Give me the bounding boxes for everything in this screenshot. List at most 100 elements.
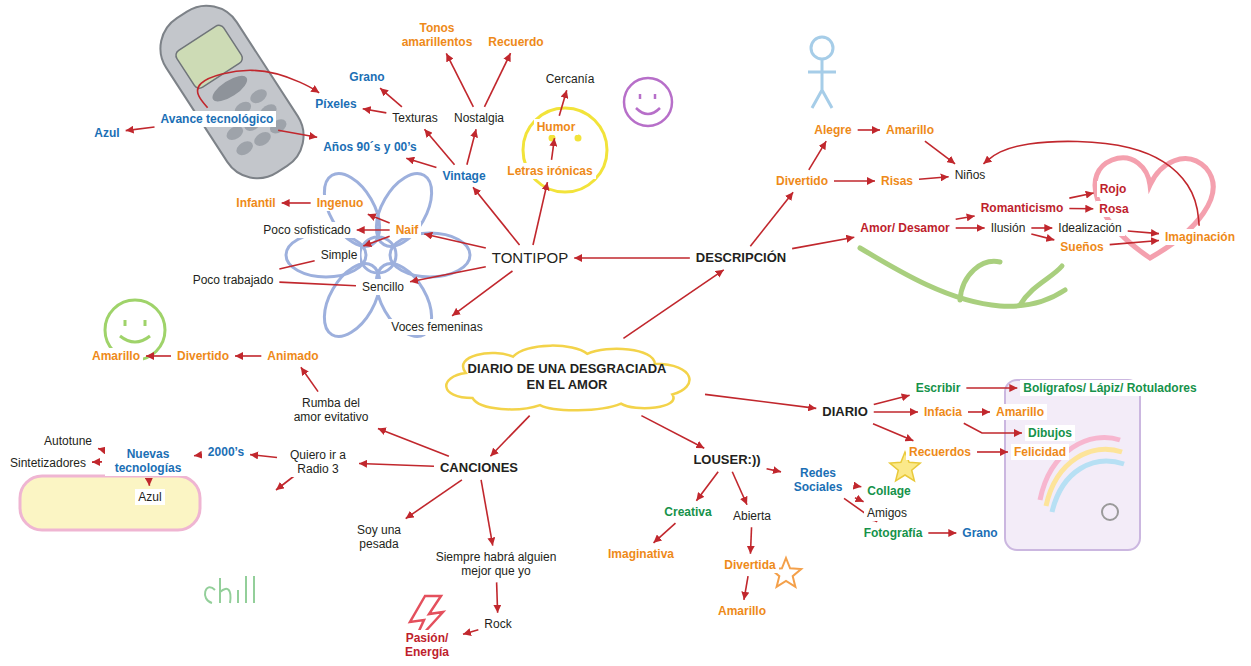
connector-arrow [977, 451, 1008, 453]
connector-arrow [809, 141, 826, 170]
node-text: Vintage [442, 169, 485, 183]
node-text: Años 90´s y 00’s [323, 140, 417, 154]
node-text: Bolígrafos/ Lápiz/ Rotuladores [1023, 381, 1196, 395]
node-text: Dibujos [1028, 426, 1072, 440]
concept-node: Píxeles [312, 96, 359, 112]
branch-leaf [960, 261, 1000, 300]
connector-arrow [484, 53, 510, 107]
concept-node: Rojo [1097, 181, 1130, 197]
branch-heading: LOUSER:)) [690, 451, 763, 469]
node-text: Ilusión [991, 221, 1026, 235]
connector-arrow [750, 192, 793, 246]
connector-arrow [750, 527, 751, 554]
connector-arrow [378, 428, 449, 456]
node-text: Naif [396, 223, 419, 237]
connector-arrow [1069, 208, 1093, 210]
connector-arrow [463, 630, 478, 635]
connector-arrow [198, 70, 320, 107]
concept-node: Grano [959, 525, 1000, 541]
connector-arrow [767, 469, 781, 472]
concept-node: Divertido [773, 173, 831, 189]
node-text: Infacia [924, 405, 962, 419]
node-text: Alegre [814, 123, 851, 137]
connector-arrow [497, 582, 498, 612]
connector-arrow [968, 411, 990, 413]
connector-arrow [148, 479, 150, 485]
connector-arrow [855, 498, 864, 502]
node-text: Píxeles [315, 97, 356, 111]
connector-arrow [359, 464, 434, 467]
node-text: Collage [867, 484, 910, 498]
node-text: Cercanía [546, 72, 595, 86]
connector-arrow [533, 182, 547, 245]
connector-arrow [966, 387, 1017, 389]
concept-node: Idealización [1055, 220, 1124, 236]
smiley-eye [125, 320, 145, 326]
concept-node: Letras irónicas [504, 163, 595, 179]
concept-node: Abierta [730, 508, 774, 524]
concept-node: Poco trabajado [190, 272, 277, 288]
concept-node: Romanticismo [978, 200, 1067, 216]
node-text: Recuerdo [488, 35, 543, 49]
connector-arrow [410, 267, 486, 282]
connector-arrow [380, 88, 402, 107]
connector-arrow [834, 180, 875, 182]
node-text: Rojo [1100, 182, 1127, 196]
node-text: Ingenuo [317, 196, 364, 210]
concept-node: Redes Sociales [784, 465, 852, 496]
connector-arrow [146, 355, 171, 357]
connector-arrow [126, 127, 155, 131]
node-text: DESCRIPCIÓN [696, 250, 786, 266]
concept-node: Sueños [1057, 239, 1106, 255]
connector-arrow [956, 227, 985, 229]
connector-arrow [964, 423, 1022, 433]
branch-drawing [860, 248, 1065, 306]
node-text: Abierta [733, 509, 771, 523]
connector-arrow [928, 532, 956, 534]
connector-arrow [301, 367, 318, 391]
concept-node: Rosa [1096, 201, 1131, 217]
concept-node: Amor/ Desamor [857, 220, 952, 236]
node-text: Poco trabajado [193, 273, 274, 287]
concept-node: Azul [91, 125, 122, 141]
concept-node: Amarillo [883, 122, 937, 138]
concept-node: Siempre habrá alguien mejor que yo [428, 549, 564, 580]
scribble-drawing [205, 576, 254, 603]
connector-arrow [732, 472, 747, 505]
connector-arrow [873, 424, 913, 441]
connector-arrow [363, 109, 387, 113]
node-text: CANCIONES [440, 460, 518, 476]
node-text: Divertido [776, 174, 828, 188]
concept-node: Pasión/ Energía [394, 630, 460, 661]
flower-center [360, 237, 396, 273]
flower-petal [286, 233, 366, 277]
connector-arrow [956, 216, 975, 219]
connector-arrow [250, 455, 277, 458]
node-text: Infantil [236, 196, 275, 210]
node-text: Avance tecnológico [161, 112, 274, 126]
connector-arrow [552, 138, 555, 160]
node-text: Siempre habrá alguien mejor que yo [431, 550, 561, 579]
concept-node: Ilusión [988, 220, 1029, 236]
node-text: Niños [955, 168, 986, 182]
smiley-eye [640, 94, 655, 99]
connector-arrow [705, 394, 816, 408]
node-text: Risas [881, 174, 913, 188]
connector-arrow [574, 257, 690, 259]
concept-node: Sintetizadores [7, 455, 89, 471]
connector-arrow [98, 448, 102, 451]
node-text: Amarillo [996, 405, 1044, 419]
connector-arrow [559, 90, 566, 116]
connector-arrow [623, 270, 723, 339]
cloud-shape [446, 346, 689, 411]
notebook-lock [1102, 504, 1118, 520]
node-text: Redes Sociales [787, 466, 849, 495]
connector-arrow [235, 355, 261, 357]
connector-arrow [490, 416, 529, 457]
concept-node: Simple [318, 247, 361, 263]
concept-node: Recuerdo [485, 34, 546, 50]
concept-node: Ingenuo [314, 195, 367, 211]
connector-arrow [1128, 231, 1159, 234]
concept-node: Divertido [174, 348, 232, 364]
